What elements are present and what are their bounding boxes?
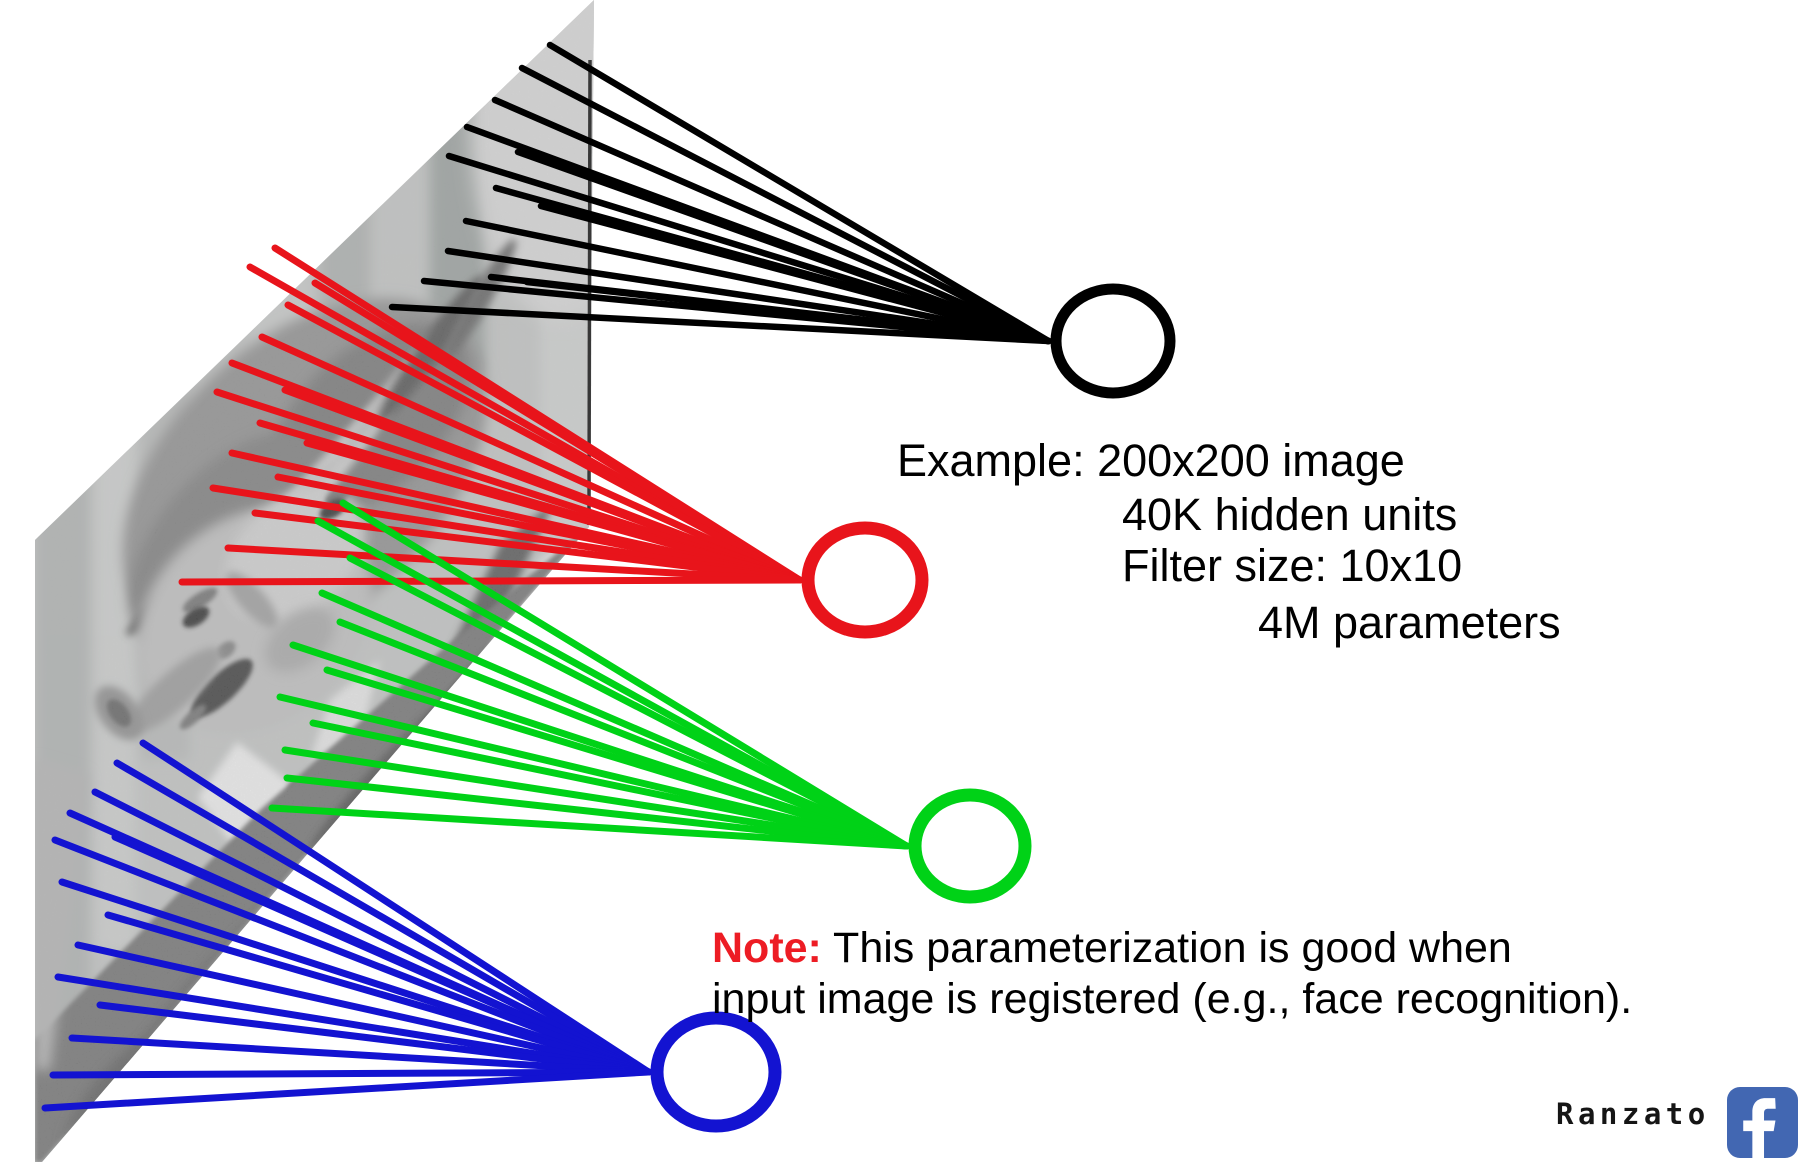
black-neuron-fan <box>388 41 1176 399</box>
author-name: Ranzato <box>1556 1097 1710 1131</box>
note-label: Note: <box>712 924 822 972</box>
example-line-1: Example: 200x200 image <box>897 435 1405 486</box>
red-connection-line <box>258 333 803 584</box>
green-connection-line <box>346 554 910 850</box>
blue-connection-line <box>113 759 652 1076</box>
green-connection-line <box>323 666 910 850</box>
example-line-3: Filter size: 10x10 <box>1122 540 1463 591</box>
blue-neuron <box>650 1011 782 1133</box>
blue-connection-line <box>74 941 652 1076</box>
green-connection-line <box>309 719 910 850</box>
black-connection-line <box>444 247 1052 345</box>
blue-connection-line <box>96 1001 652 1076</box>
green-connection-line <box>281 746 910 850</box>
red-connection-line <box>224 544 803 584</box>
blue-neuron-fan <box>41 739 782 1133</box>
example-line-2: 40K hidden units <box>1122 489 1458 540</box>
black-connection-line <box>546 41 1052 345</box>
red-neuron-fan <box>178 244 929 639</box>
black-connection-line <box>514 148 1052 345</box>
green-connection-line <box>336 618 910 850</box>
blue-connection-line <box>139 739 652 1076</box>
blue-connection-line <box>111 833 652 1076</box>
blue-connection-line <box>49 1068 652 1079</box>
note-line-2: input image is registered (e.g., face re… <box>712 975 1633 1023</box>
red-connection-line <box>178 576 803 586</box>
red-connection-line <box>303 439 803 584</box>
black-connection-line <box>388 303 1052 345</box>
green-connection-line <box>283 774 910 850</box>
red-connection-line <box>281 386 803 584</box>
red-connection-line <box>284 301 803 584</box>
note-line1-text: This parameterization is good when <box>833 924 1512 972</box>
green-neuron-fan <box>268 499 1032 904</box>
green-connection-line <box>339 499 910 850</box>
facebook-logo <box>1727 1087 1798 1158</box>
example-line-4: 4M parameters <box>1258 597 1561 648</box>
red-neuron <box>801 521 929 639</box>
note-line-1: Note: This parameterization is good when <box>712 925 1512 971</box>
black-connection-line <box>537 202 1052 345</box>
black-neuron <box>1050 283 1176 399</box>
green-connection-line <box>268 804 910 850</box>
black-connection-line <box>491 96 1052 345</box>
blue-connection-line <box>104 911 652 1076</box>
blue-connection-line <box>51 836 652 1076</box>
green-neuron <box>908 788 1032 904</box>
red-connection-line <box>251 509 803 584</box>
blue-connection-line <box>54 973 652 1076</box>
black-connection-line <box>420 277 1052 345</box>
facebook-f-icon <box>1743 1098 1776 1158</box>
blue-connection-line <box>91 788 652 1076</box>
blue-connection-line <box>41 1068 652 1112</box>
black-connection-line <box>462 217 1052 345</box>
black-connection-line <box>518 64 1052 345</box>
blue-connection-line <box>68 1034 652 1076</box>
red-connection-line <box>311 279 803 584</box>
